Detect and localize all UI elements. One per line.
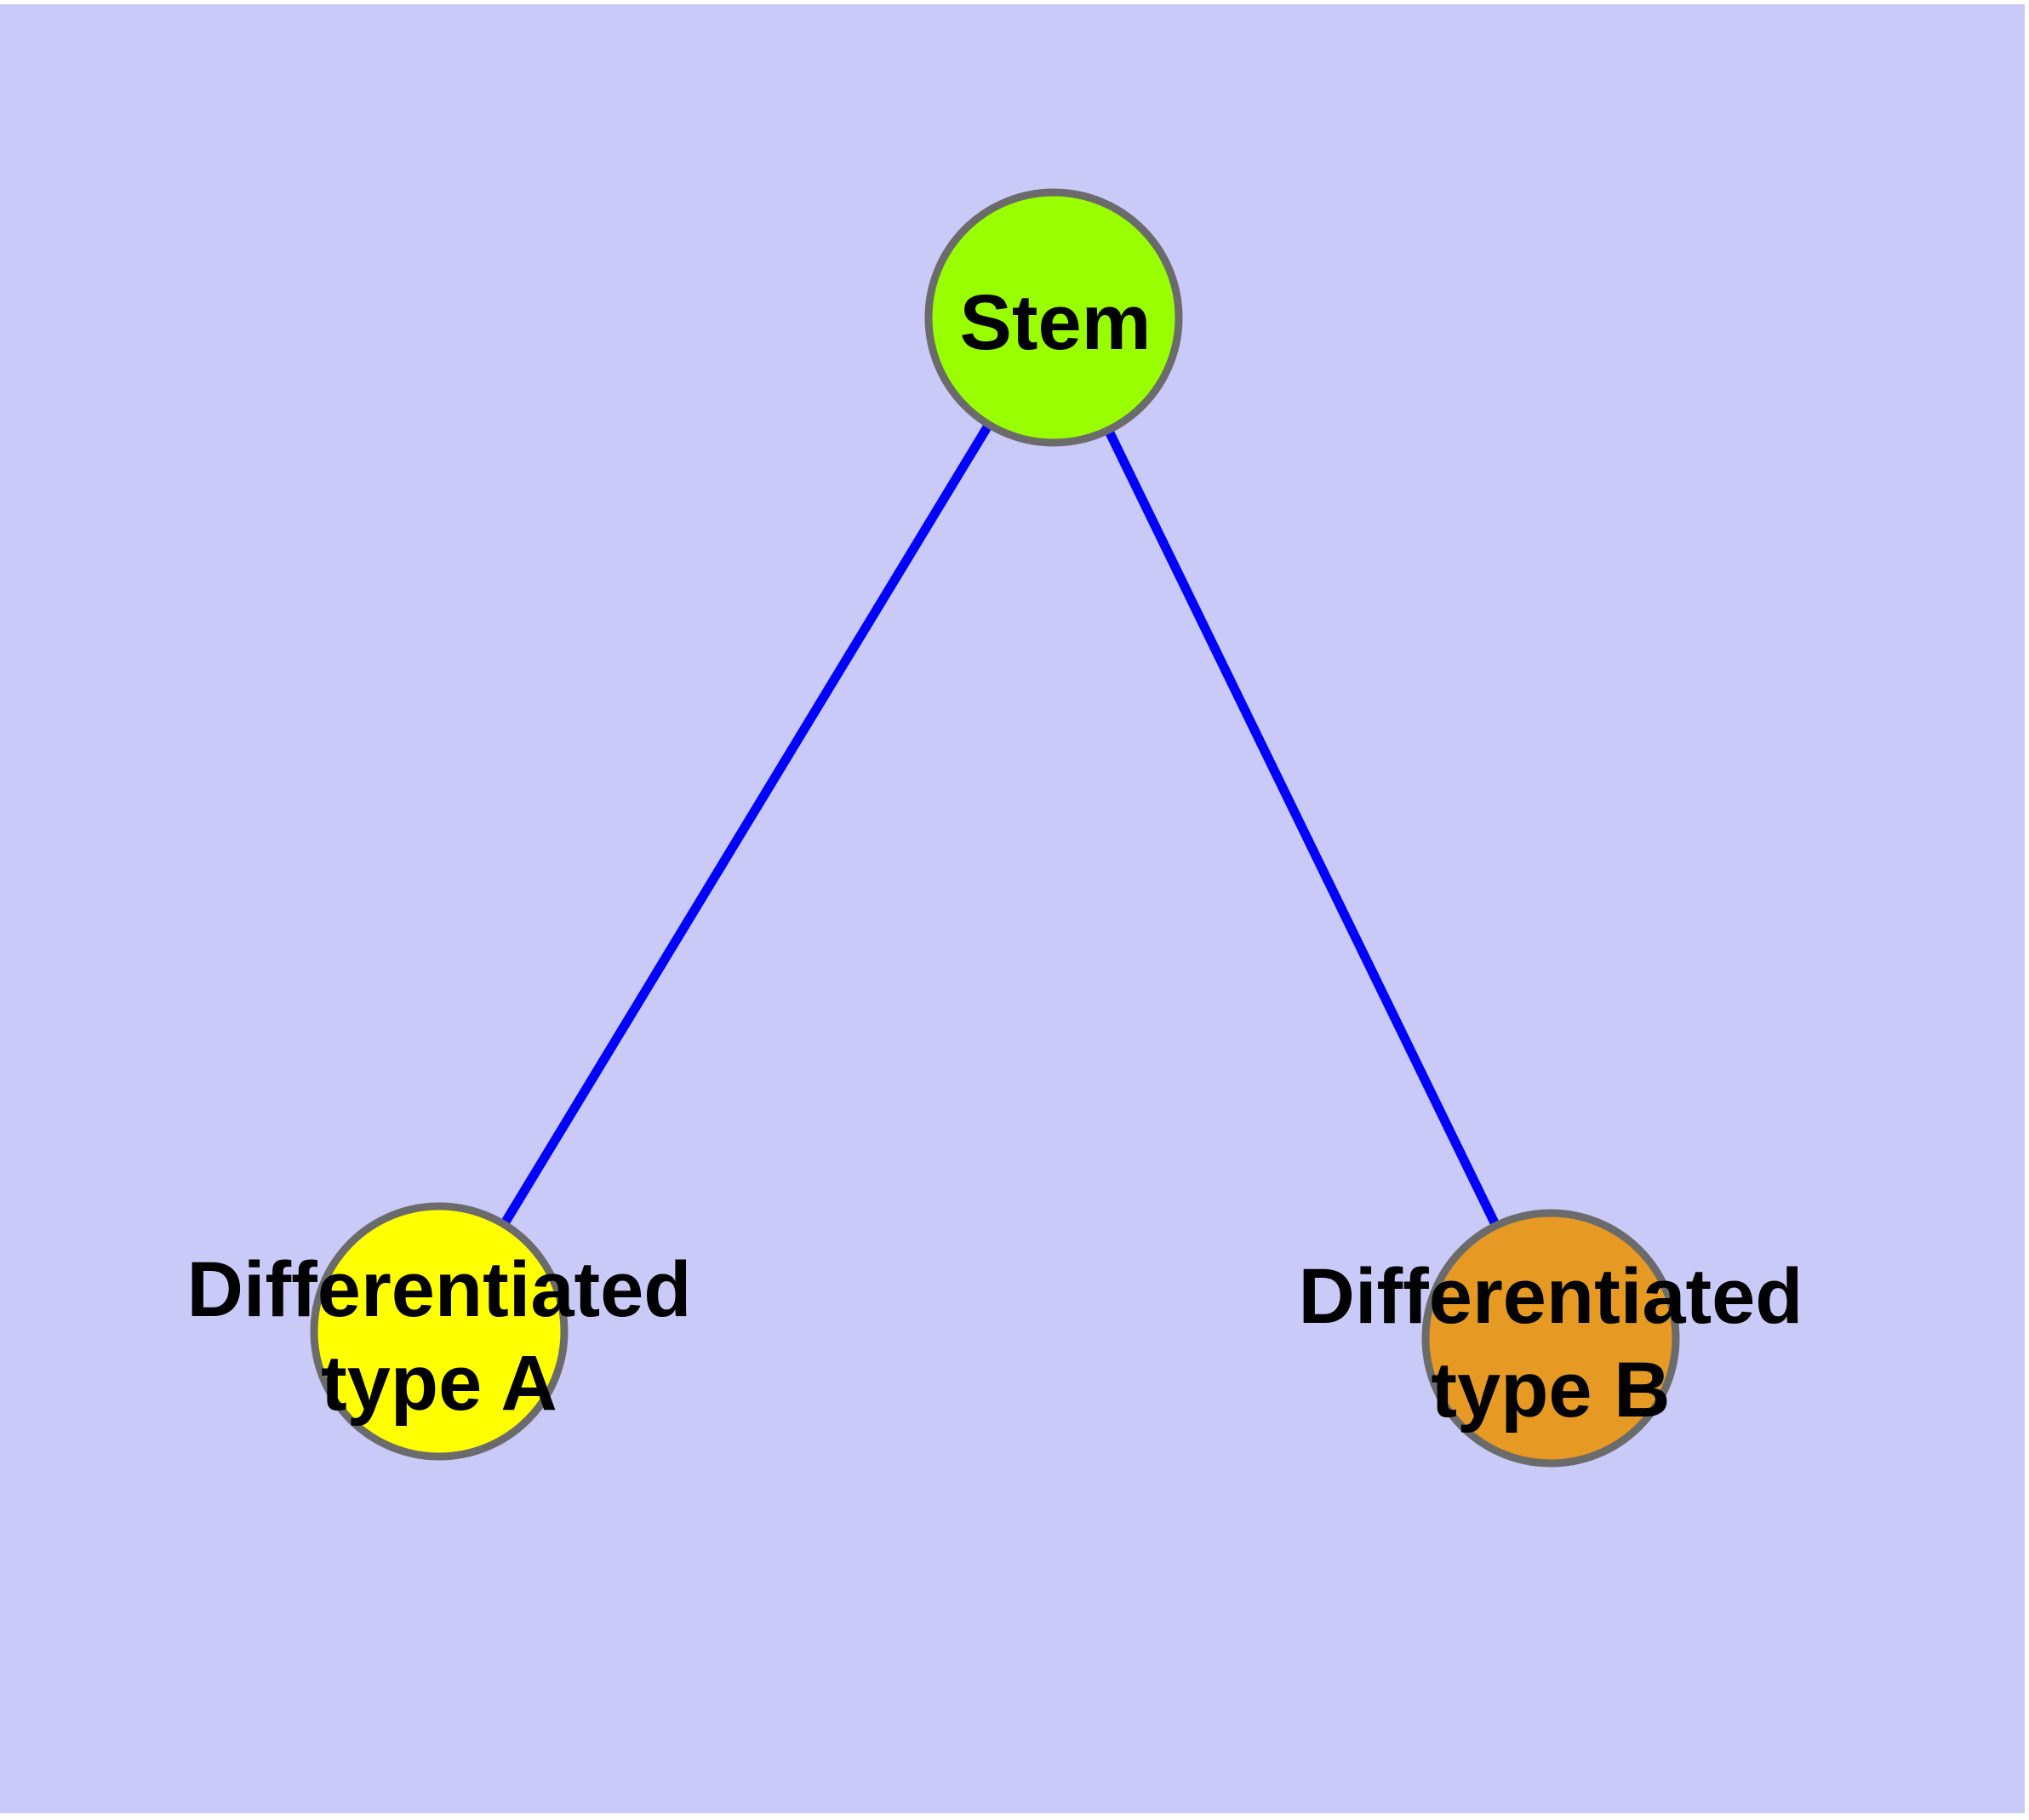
node-differentiated-type-b <box>1421 1209 1680 1468</box>
node-differentiated-type-a-label-line-2: type A <box>321 1340 557 1427</box>
node-differentiated-type-b-label-line-2: type B <box>1431 1347 1670 1434</box>
node-stem <box>924 188 1183 447</box>
edge-stem-to-type-b <box>1049 315 1555 1341</box>
node-differentiated-type-a-label-line-1: Differentiated <box>187 1246 692 1333</box>
node-differentiated-type-a <box>310 1202 569 1461</box>
node-differentiated-type-b-label-line-1: Differentiated <box>1299 1253 1803 1340</box>
edge-stem-to-type-a <box>435 315 1058 1334</box>
node-stem-label: Stem <box>960 279 1152 366</box>
